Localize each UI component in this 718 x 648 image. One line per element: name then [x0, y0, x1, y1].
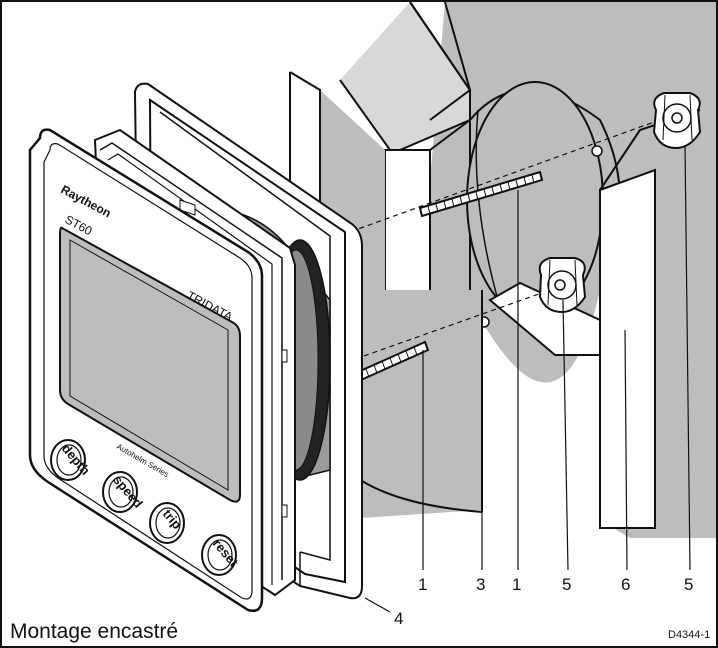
- instrument-front-face: [28, 128, 264, 612]
- button-trip[interactable]: trip: [149, 502, 185, 544]
- callout-6-panel: 6: [621, 575, 630, 594]
- button-depth[interactable]: depth: [50, 439, 93, 481]
- thumb-nut-upper: [652, 92, 702, 150]
- callout-leaders: [364, 144, 691, 613]
- callout-1-lower-stud: 1: [418, 575, 427, 594]
- stud-upper: [418, 170, 544, 218]
- callout-4-bezel: 4: [394, 609, 403, 628]
- thumb-nut-lower: [538, 257, 587, 314]
- callout-5-lower-nut: 5: [562, 575, 571, 594]
- button-speed[interactable]: speed: [102, 471, 146, 513]
- callout-1-upper-stud: 1: [512, 575, 521, 594]
- figure-code: D4344-1: [668, 629, 710, 641]
- callout-3-gasket: 3: [476, 575, 485, 594]
- callout-5-upper-nut: 5: [684, 575, 693, 594]
- alignment-lines: [299, 117, 666, 369]
- diagram-caption: Montage encastré: [10, 620, 178, 643]
